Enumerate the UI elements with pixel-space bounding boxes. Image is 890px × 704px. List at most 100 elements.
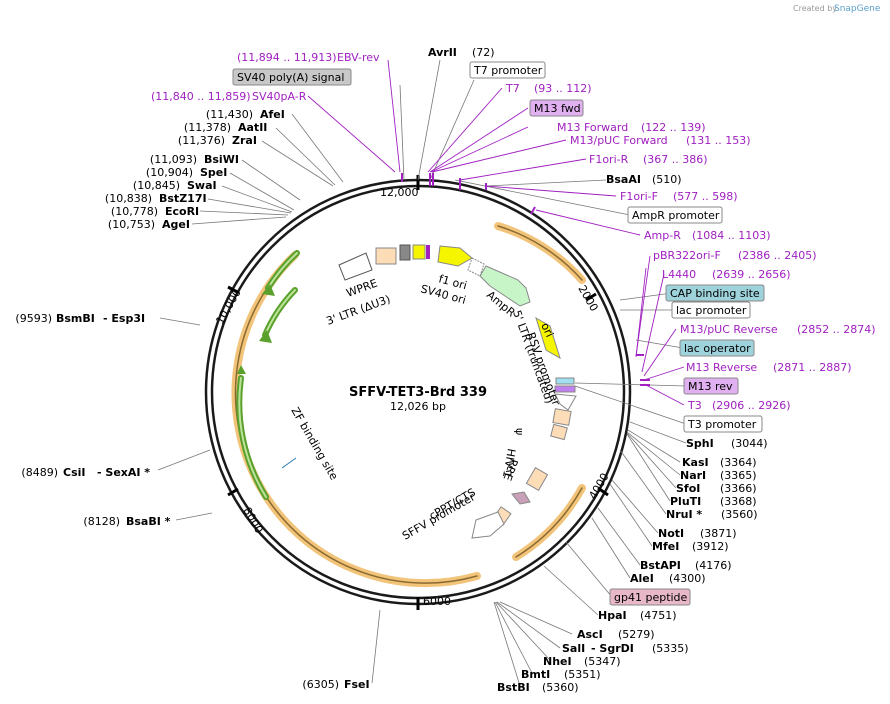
f1-ori-arrow xyxy=(437,245,473,267)
primer-l4440-range: (2639 .. 2656) xyxy=(712,268,791,281)
enzyme-pluti[interactable]: PluTI xyxy=(670,495,701,508)
rre-block xyxy=(525,467,549,491)
enzyme-sexai[interactable]: - SexAI * xyxy=(97,466,150,479)
zf-mark xyxy=(281,457,297,469)
enzyme-pos: (3364) xyxy=(720,456,757,469)
enzyme-csii-pos: (8489) xyxy=(21,466,58,479)
primer-l4440[interactable]: L4440 xyxy=(662,268,696,281)
primer-m13-reverse[interactable]: M13 Reverse xyxy=(686,361,757,374)
ampr-arrow xyxy=(479,265,531,307)
enzyme-esp3i[interactable]: - Esp3I xyxy=(103,312,145,325)
enzyme-noti[interactable]: NotI xyxy=(658,527,684,540)
enzyme-sfoi[interactable]: SfoI xyxy=(676,482,700,495)
enzyme-pos: (3560) xyxy=(721,508,758,521)
primer-amp-r-range: (1084 .. 1103) xyxy=(692,229,771,242)
enzyme-agei[interactable]: AgeI xyxy=(162,218,190,231)
primer-sv40pa-r[interactable]: SV40pA-R xyxy=(252,90,307,103)
enzyme-spei[interactable]: SpeI xyxy=(200,166,227,179)
primer-f1ori-f[interactable]: F1ori-F xyxy=(620,190,658,203)
enzyme-pos: (3365) xyxy=(720,469,757,482)
tick-10000: 10,000 xyxy=(213,287,244,327)
enzyme-nrui[interactable]: NruI * xyxy=(666,508,702,521)
enzyme-sgrdi[interactable]: - SgrDI xyxy=(591,642,634,655)
enzyme-sali[interactable]: SalI xyxy=(562,642,585,655)
feature-m13-fwd[interactable]: M13 fwd xyxy=(534,102,581,115)
enzyme-pos: (3366) xyxy=(720,482,757,495)
enzyme-bstz17i[interactable]: BstZ17I xyxy=(159,192,207,205)
enzyme-csii[interactable]: CsiI xyxy=(63,466,85,479)
enzyme-zrai[interactable]: ZraI xyxy=(232,134,257,147)
enzyme-bstapi[interactable]: BstAPI xyxy=(640,559,681,572)
primer-m13puc-reverse[interactable]: M13/pUC Reverse xyxy=(680,323,778,336)
leader-lines xyxy=(157,59,687,687)
primer-amp-r[interactable]: Amp-R xyxy=(644,229,681,242)
feature-ampr-promoter[interactable]: AmpR promoter xyxy=(632,209,720,222)
feature-cap-binding-site[interactable]: CAP binding site xyxy=(670,287,760,300)
enzyme-bsabi[interactable]: BsaBI * xyxy=(126,515,171,528)
feature-lac-operator[interactable]: lac operator xyxy=(684,342,751,355)
enzyme-avrii[interactable]: AvrII xyxy=(428,46,457,59)
enzyme-ecori[interactable]: EcoRI xyxy=(165,205,199,218)
feature-lac-promoter[interactable]: lac promoter xyxy=(676,304,747,317)
enzyme-bmti[interactable]: BmtI xyxy=(521,668,550,681)
enzyme-pos: (10,778) xyxy=(111,205,158,218)
tick-6000: 6000 xyxy=(423,595,451,608)
enzymes-bottom: HpaI (4751) AscI (5279) SalI - SgrDI (53… xyxy=(497,609,689,694)
feature-gp41-peptide[interactable]: gp41 peptide xyxy=(614,591,688,604)
psi-block xyxy=(550,423,568,441)
primer-m13puc-forward[interactable]: M13/pUC Forward xyxy=(570,134,668,147)
enzyme-aatii[interactable]: AatII xyxy=(238,121,267,134)
primer-pbr322ori-f[interactable]: pBR322ori-F xyxy=(653,249,721,262)
green-arrow-head-2 xyxy=(259,330,272,343)
enzyme-asci[interactable]: AscI xyxy=(577,628,603,641)
enzyme-pos: (11,093) xyxy=(150,153,197,166)
feature-m13-rev[interactable]: M13 rev xyxy=(688,380,733,393)
enzyme-kasi[interactable]: KasI xyxy=(682,456,709,469)
credit-text: Created by xyxy=(793,4,837,13)
inner-features xyxy=(338,244,577,539)
enzyme-bstbi[interactable]: BstBI xyxy=(497,681,530,694)
enzyme-pos: (3368) xyxy=(720,495,757,508)
enzyme-alei[interactable]: AleI xyxy=(630,572,654,585)
primer-f1ori-r[interactable]: F1ori-R xyxy=(589,153,629,166)
enzyme-bsaai[interactable]: BsaAI xyxy=(606,173,641,186)
enzyme-bsmbi[interactable]: BsmBI xyxy=(56,312,95,325)
enzyme-sphi[interactable]: SphI xyxy=(686,437,714,450)
enzyme-pos: (10,845) xyxy=(133,179,180,192)
ltr3-label: 3' LTR (ΔU3) xyxy=(325,293,393,328)
plasmid-size: 12,026 bp xyxy=(390,400,446,413)
sffv-arrow xyxy=(471,511,505,539)
primer-pbr322ori-f-range: (2386 .. 2405) xyxy=(738,249,817,262)
enzyme-bsiwi[interactable]: BsiWI xyxy=(204,153,239,166)
hiv-label: HIV-1 xyxy=(500,447,518,478)
enzyme-avrii-pos: (72) xyxy=(472,46,495,59)
feature-sv40-polya[interactable]: SV40 poly(A) signal xyxy=(237,71,344,84)
enzyme-pos: (5351) xyxy=(564,668,601,681)
primer-m13-forward[interactable]: M13 Forward xyxy=(557,121,628,134)
enzyme-nari[interactable]: NarI xyxy=(680,469,706,482)
feature-t7-promoter[interactable]: T7 promoter xyxy=(473,64,543,77)
primer-t3-range: (2906 .. 2926) xyxy=(712,399,791,412)
enzyme-bsmbi-pos: (9593) xyxy=(15,312,52,325)
primer-t3[interactable]: T3 xyxy=(687,399,702,412)
m13-rev-bar xyxy=(554,385,576,393)
primer-labels: (11,894 .. 11,913) EBV-rev (11,840 .. 11… xyxy=(151,51,876,412)
enzyme-swai[interactable]: SwaI xyxy=(187,179,217,192)
primer-t7[interactable]: T7 xyxy=(505,82,520,95)
enzyme-afei[interactable]: AfeI xyxy=(260,108,285,121)
enzyme-bsaai-pos: (510) xyxy=(652,173,682,186)
enzyme-pos: (5347) xyxy=(584,655,621,668)
green-arrow-head-3 xyxy=(237,365,246,374)
primer-ebv-rev[interactable]: EBV-rev xyxy=(337,51,380,64)
enzyme-fsei[interactable]: FseI xyxy=(344,678,370,691)
feature-t3-promoter[interactable]: T3 promoter xyxy=(687,418,757,431)
enzyme-pos: (10,753) xyxy=(108,218,155,231)
primer-f1ori-f-range: (577 .. 598) xyxy=(673,190,738,203)
enzyme-pos: (11,376) xyxy=(178,134,225,147)
ori-arrow xyxy=(535,316,561,360)
enzyme-nhei[interactable]: NheI xyxy=(543,655,572,668)
enzyme-hpai[interactable]: HpaI xyxy=(598,609,627,622)
feature-boxes: SV40 poly(A) signal T7 promoter M13 fwd … xyxy=(232,61,765,606)
primer-m13-reverse-range: (2871 .. 2887) xyxy=(773,361,852,374)
enzyme-mfei[interactable]: MfeI xyxy=(652,540,679,553)
